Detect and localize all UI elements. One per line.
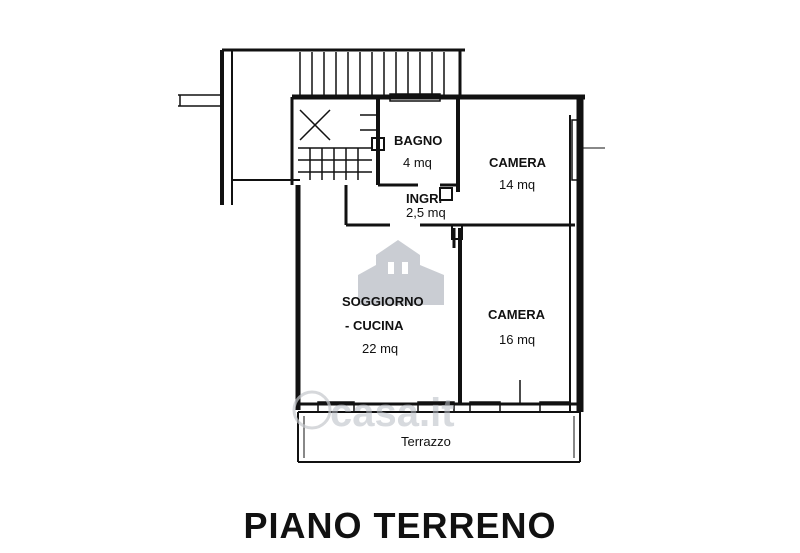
room-area-camera-top: 14 mq [499, 177, 535, 192]
room-area-camera-bottom: 16 mq [499, 332, 535, 347]
room-name-camera-top: CAMERA [489, 155, 547, 170]
room-name-bagno: BAGNO [394, 133, 442, 148]
watermark-logo: casa.it [292, 240, 455, 435]
stair-treads [298, 52, 445, 180]
room-name-soggiorno-line1: SOGGIORNO [342, 294, 424, 309]
terrace-label: Terrazzo [401, 434, 451, 449]
room-name-soggiorno-line2: - CUCINA [345, 318, 404, 333]
stair-block [178, 48, 465, 205]
room-area-bagno: 4 mq [403, 155, 432, 170]
room-area-soggiorno: 22 mq [362, 341, 398, 356]
room-name-camera-bottom: CAMERA [488, 307, 546, 322]
apartment-walls [290, 93, 605, 413]
watermark-text: casa.it [330, 391, 455, 435]
floor-title: PIANO TERRENO [243, 505, 557, 546]
room-name-ingresso: INGR. [406, 191, 442, 206]
room-area-ingresso: 2,5 mq [406, 205, 446, 220]
